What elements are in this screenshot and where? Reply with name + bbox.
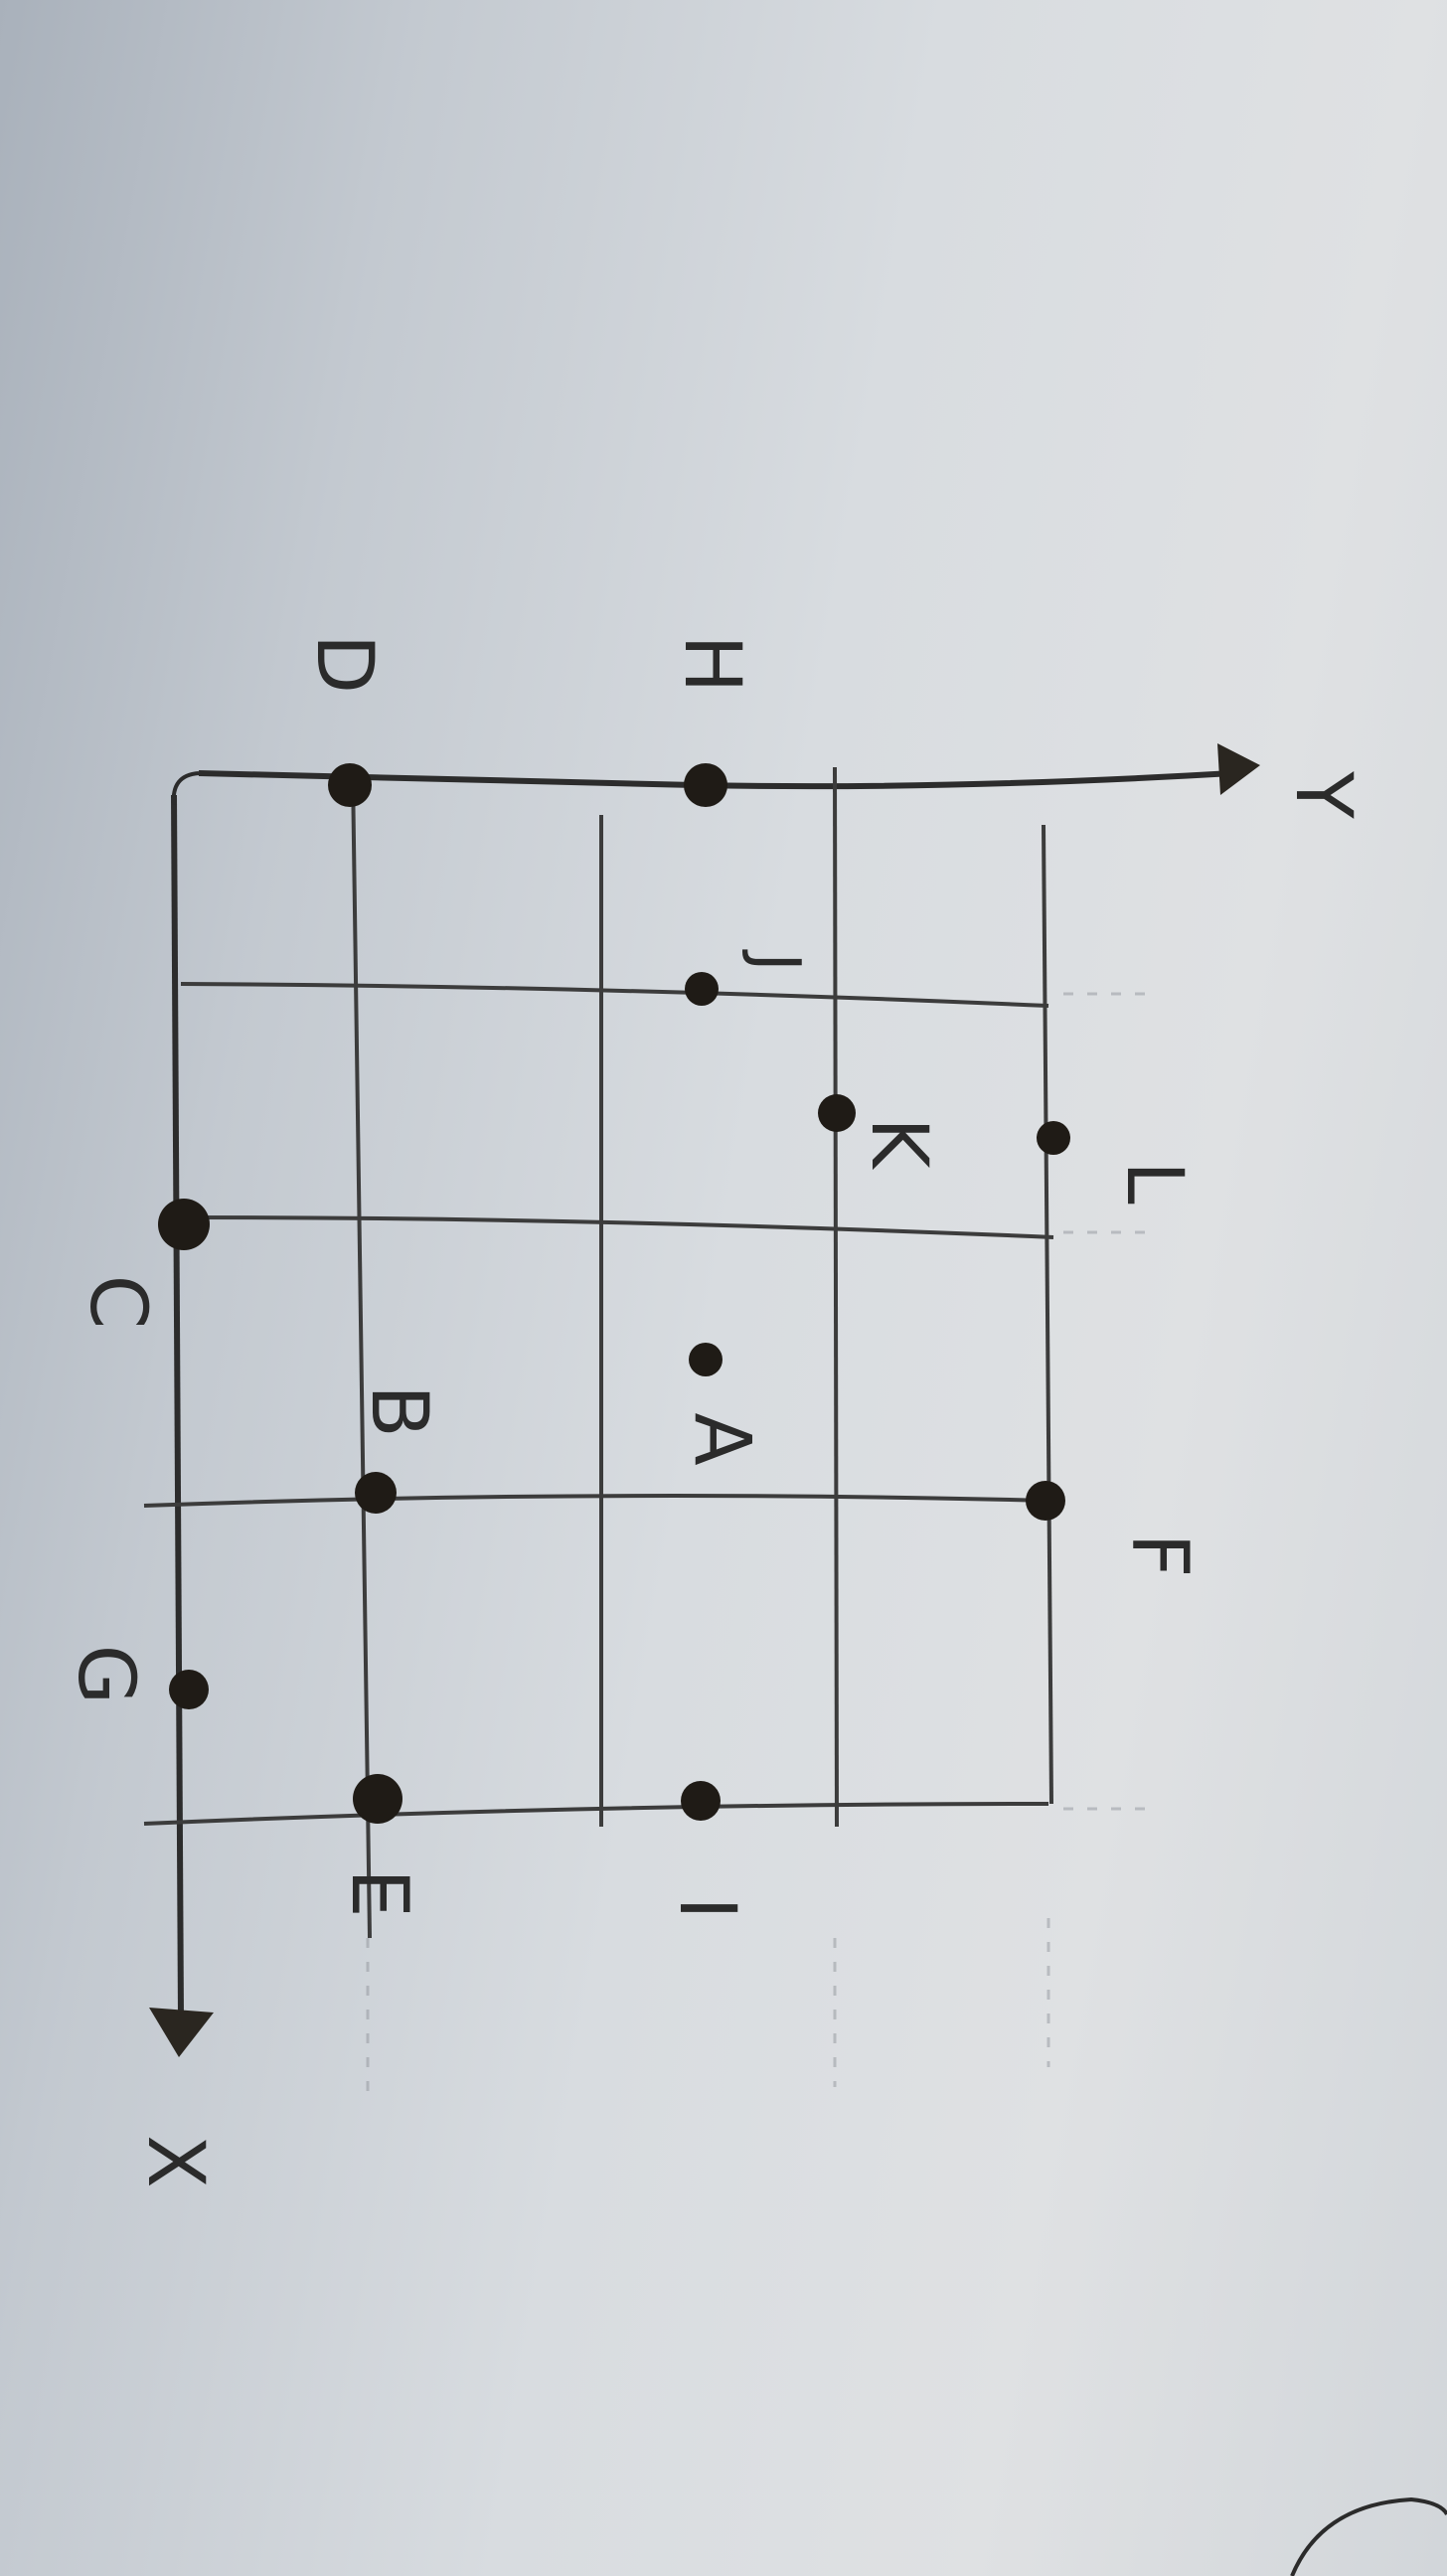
point-l xyxy=(1037,1121,1070,1155)
point-b xyxy=(355,1472,397,1514)
label-j: J xyxy=(739,949,813,972)
grid-column-1 xyxy=(351,772,372,1939)
point-j xyxy=(685,972,719,1006)
point-k xyxy=(818,1094,856,1132)
point-g xyxy=(169,1670,209,1709)
point-a xyxy=(689,1343,723,1376)
grid-row-2 xyxy=(190,1215,1054,1239)
corner-doodle xyxy=(1290,2496,1447,2576)
x-axis-arrow xyxy=(149,2008,214,2057)
label-k: K xyxy=(854,1117,943,1170)
y-axis-label: Y xyxy=(1278,770,1367,819)
y-axis-line xyxy=(198,770,1233,790)
point-c xyxy=(158,1199,210,1250)
axis-corner xyxy=(171,771,200,806)
label-b: B xyxy=(354,1384,443,1438)
label-a: A xyxy=(677,1412,766,1465)
grid-row-4 xyxy=(143,1802,1049,1826)
label-c: C xyxy=(73,1275,162,1329)
point-d xyxy=(328,763,372,807)
grid-column-3 xyxy=(833,766,839,1828)
point-e xyxy=(353,1774,402,1824)
point-i xyxy=(681,1781,721,1821)
x-axis-label: X xyxy=(130,2135,220,2187)
x-axis-line xyxy=(171,794,184,2018)
label-i: I xyxy=(662,1896,751,1919)
label-e: E xyxy=(334,1868,423,1917)
y-axis-arrow xyxy=(1217,743,1260,795)
label-f: F xyxy=(1114,1533,1204,1578)
label-d: D xyxy=(299,634,389,694)
label-l: L xyxy=(1109,1161,1199,1205)
grid-row-3 xyxy=(143,1494,1049,1508)
label-g: G xyxy=(61,1645,150,1704)
grid-row-1 xyxy=(180,982,1049,1008)
label-h: H xyxy=(667,635,756,694)
point-h xyxy=(684,763,727,807)
grid-column-4 xyxy=(1042,824,1053,1805)
point-f xyxy=(1026,1481,1065,1521)
